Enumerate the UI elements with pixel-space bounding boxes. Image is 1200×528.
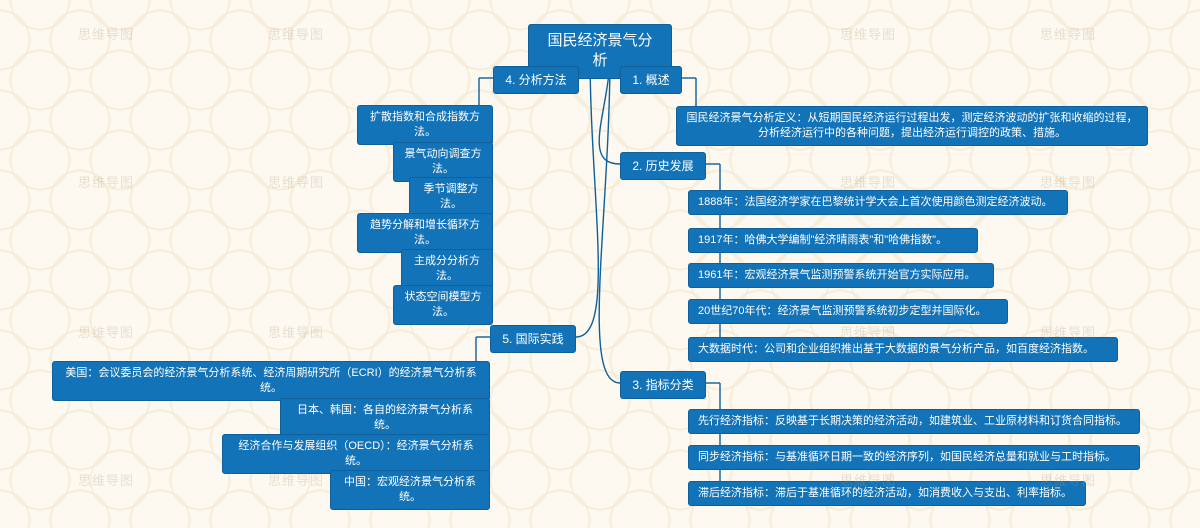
leaf-node-practice-3[interactable]: 中国：宏观经济景气分析系统。 — [330, 470, 490, 510]
leaf-node-practice-1[interactable]: 日本、韩国：各自的经济景气分析系统。 — [280, 398, 490, 438]
watermark: 思维导图 — [840, 27, 897, 42]
watermark: 思维导图 — [268, 325, 325, 340]
watermark: 思维导图 — [78, 27, 135, 42]
watermark: 思维导图 — [268, 175, 325, 190]
branch-node-history[interactable]: 2. 历史发展 — [620, 152, 706, 181]
leaf-node-methods-5[interactable]: 状态空间模型方法。 — [393, 285, 493, 325]
leaf-node-practice-0[interactable]: 美国：会议委员会的经济景气分析系统、经济周期研究所（ECRI）的经济景气分析系统… — [52, 361, 490, 401]
leaf-node-methods-4[interactable]: 主成分分析方法。 — [401, 249, 493, 289]
watermark: 思维导图 — [268, 27, 325, 42]
leaf-node-methods-0[interactable]: 扩散指数和合成指数方法。 — [357, 105, 493, 145]
watermark: 思维导图 — [1040, 27, 1097, 42]
leaf-node-indicators-2[interactable]: 滞后经济指标：滞后于基准循环的经济活动，如消费收入与支出、利率指标。 — [688, 481, 1086, 506]
leaf-node-methods-2[interactable]: 季节调整方法。 — [409, 177, 493, 217]
leaf-node-methods-1[interactable]: 景气动向调查方法。 — [393, 142, 493, 182]
watermark: 思维导图 — [1040, 175, 1097, 190]
leaf-node-indicators-1[interactable]: 同步经济指标：与基准循环日期一致的经济序列，如国民经济总量和就业与工时指标。 — [688, 445, 1140, 470]
leaf-node-history-1[interactable]: 1917年：哈佛大学编制"经济晴雨表"和"哈佛指数"。 — [688, 228, 978, 253]
branch-node-overview[interactable]: 1. 概述 — [620, 66, 682, 95]
leaf-node-history-2[interactable]: 1961年：宏观经济景气监测预警系统开始官方实际应用。 — [688, 263, 994, 288]
branch-node-methods[interactable]: 4. 分析方法 — [493, 66, 579, 95]
leaf-node-practice-2[interactable]: 经济合作与发展组织（OECD）：经济景气分析系统。 — [222, 434, 490, 474]
leaf-node-history-3[interactable]: 20世纪70年代：经济景气监测预警系统初步定型并国际化。 — [688, 299, 1008, 324]
leaf-node-methods-3[interactable]: 趋势分解和增长循环方法。 — [357, 213, 493, 253]
leaf-node-history-4[interactable]: 大数据时代：公司和企业组织推出基于大数据的景气分析产品，如百度经济指数。 — [688, 337, 1118, 362]
watermark: 思维导图 — [78, 325, 135, 340]
watermark: 思维导图 — [840, 175, 897, 190]
watermark: 思维导图 — [78, 175, 135, 190]
leaf-node-indicators-0[interactable]: 先行经济指标：反映基于长期决策的经济活动，如建筑业、工业原材料和订货合同指标。 — [688, 409, 1140, 434]
watermark: 思维导图 — [78, 473, 135, 488]
branch-node-practice[interactable]: 5. 国际实践 — [490, 325, 576, 354]
leaf-node-overview-0[interactable]: 国民经济景气分析定义：从短期国民经济运行过程出发，测定经济波动的扩张和收缩的过程… — [676, 106, 1148, 146]
leaf-node-history-0[interactable]: 1888年：法国经济学家在巴黎统计学大会上首次使用颜色测定经济波动。 — [688, 190, 1068, 215]
branch-node-indicators[interactable]: 3. 指标分类 — [620, 371, 706, 400]
